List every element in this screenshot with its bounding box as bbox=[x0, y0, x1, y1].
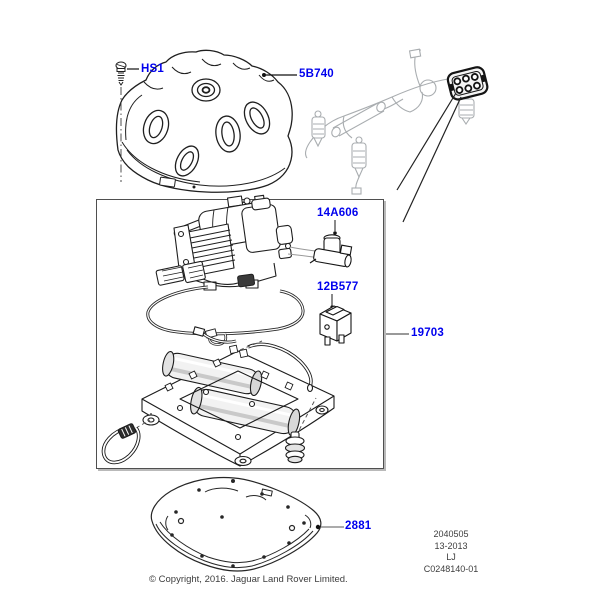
part-label-14a606[interactable]: 14A606 bbox=[317, 207, 359, 219]
doc-number: 2040505 bbox=[433, 529, 469, 539]
part-label-12b577[interactable]: 12B577 bbox=[317, 281, 359, 293]
screw-drawing bbox=[115, 61, 127, 182]
copyright-notice: © Copyright, 2016. Jaguar Land Rover Lim… bbox=[149, 574, 348, 585]
connector-leader-lines bbox=[396, 92, 462, 223]
doc-model: LJ bbox=[446, 552, 456, 562]
parts-box-frame bbox=[96, 199, 384, 469]
doc-date: 13-2013 bbox=[434, 540, 468, 551]
baseplate-drawing bbox=[150, 476, 322, 572]
doc-drawing-ref: C0248140-01 bbox=[423, 563, 479, 574]
part-label-2881[interactable]: 2881 bbox=[345, 520, 372, 532]
part-label-5b740[interactable]: 5B740 bbox=[299, 68, 334, 80]
part-label-19703[interactable]: 19703 bbox=[411, 327, 444, 339]
document-info: 2040505 13-2013 LJ C0248140-01 bbox=[405, 529, 497, 575]
connector-drawing bbox=[446, 66, 489, 101]
part-label-hs1[interactable]: HS1 bbox=[141, 63, 164, 75]
